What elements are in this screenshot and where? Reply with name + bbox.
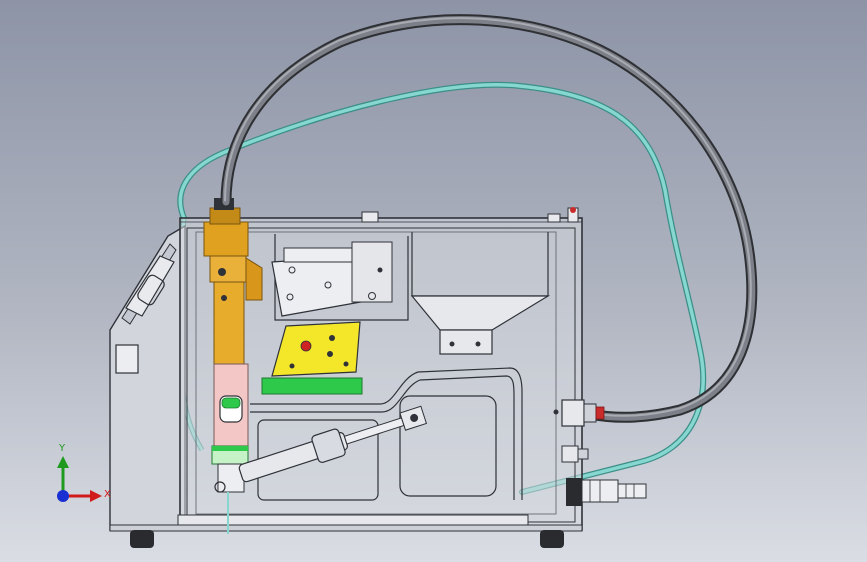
y-axis-label: Y: [59, 443, 66, 454]
frame-rail: [250, 234, 523, 501]
display-window: [125, 255, 175, 317]
x-axis-label: X: [104, 489, 111, 500]
foot-left: [130, 530, 154, 548]
power-switch: [115, 344, 139, 374]
green-plate: [261, 377, 363, 395]
red-indicator: [300, 340, 312, 352]
z-axis-dot: [57, 490, 69, 502]
yellow-block: [271, 321, 361, 377]
pneumatic-cylinder: [238, 405, 428, 483]
base-plate: [177, 514, 529, 526]
hopper: [410, 232, 551, 355]
coordinate-triad: [57, 456, 102, 502]
mounting-bracket: [271, 241, 393, 317]
sight-window: [219, 395, 243, 423]
foot-right: [540, 530, 564, 548]
outlet-connector: [566, 478, 647, 506]
hose-fitting: [553, 399, 605, 427]
air-inlet-fitting: [561, 445, 589, 463]
front-panel: [109, 224, 186, 531]
